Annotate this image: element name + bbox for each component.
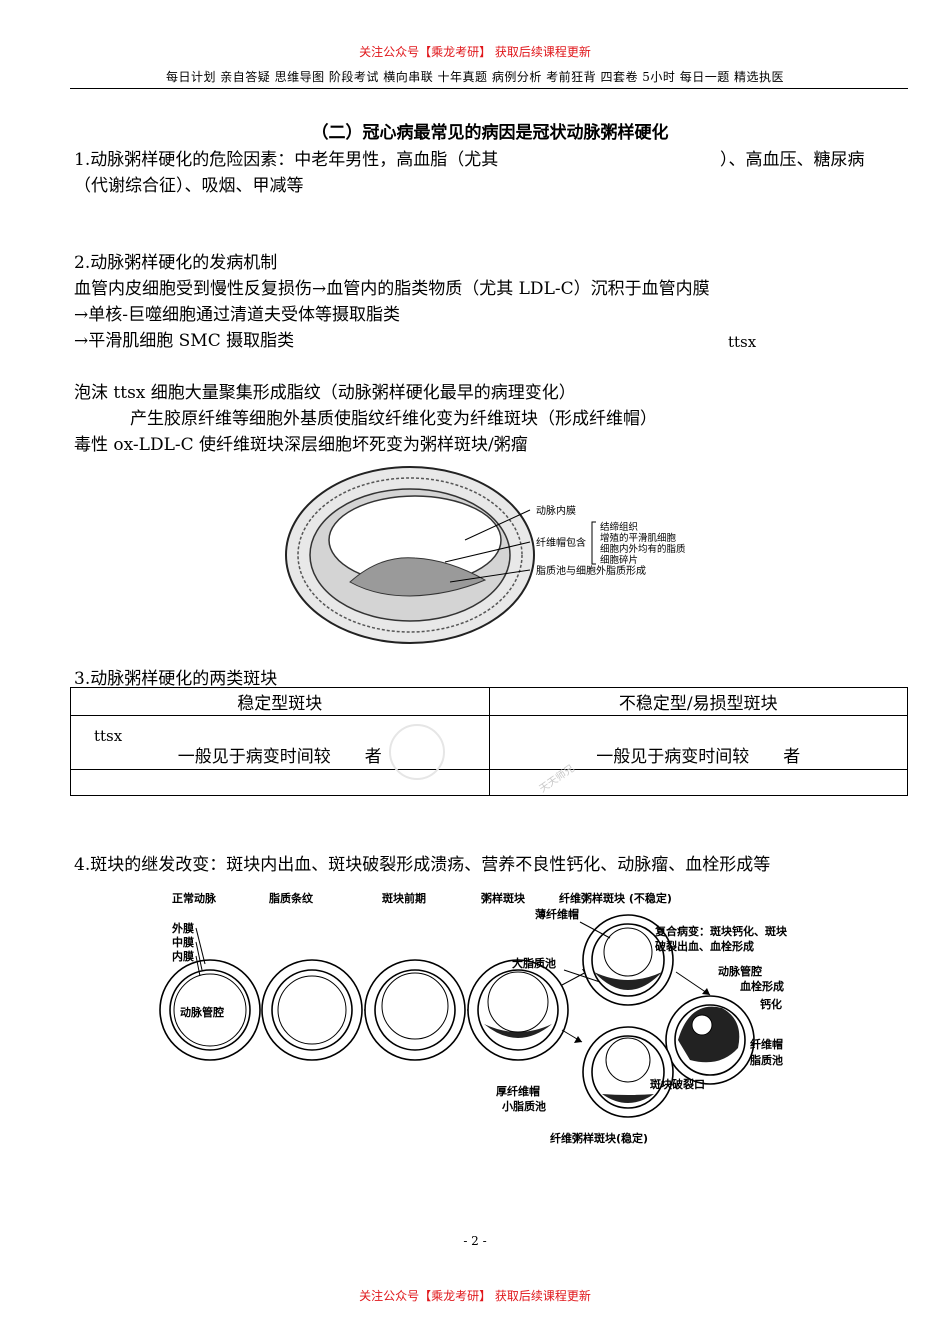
table-header-stable: 稳定型斑块 bbox=[70, 687, 490, 716]
header-promo: 关注公众号【乘龙考研】 获取后续课程更新 bbox=[359, 45, 591, 59]
label-big-lipid-pool: 大脂质池 bbox=[512, 956, 556, 970]
table-cell-unstable-empty bbox=[488, 769, 908, 796]
plaque-types-heading: 3.动脉粥样硬化的两类斑块 bbox=[74, 669, 278, 689]
plaque-table: 稳定型斑块 不稳定型/易损型斑块 一般见于病变时间较 者 一般见于病变时间较 者 bbox=[70, 687, 908, 796]
table-cell-unstable-duration: 一般见于病变时间较 者 bbox=[488, 715, 908, 770]
label-small-lipid-pool: 小脂质池 bbox=[501, 1099, 546, 1113]
mechanism-heading: 2.动脉粥样硬化的发病机制 bbox=[74, 253, 278, 273]
mechanism-line3: →平滑肌细胞 SMC 摄取脂类 bbox=[74, 331, 295, 351]
stage-unstable-fibroatheroma: 纤维粥样斑块 (不稳定) bbox=[559, 891, 672, 905]
mechanism-line2: →单核-巨噬细胞通过清道夫受体等摄取脂类 bbox=[74, 305, 400, 325]
stage-atheroma: 粥样斑块 bbox=[481, 891, 526, 905]
label-lumen: 动脉管腔 bbox=[180, 1005, 224, 1019]
risk-factors-line2: （代谢综合征）、吸烟、甲减等 bbox=[74, 176, 304, 196]
mechanism-line4: 泡沫 ttsx 细胞大量聚集形成脂纹（动脉粥样硬化最早的病理变化） bbox=[74, 383, 576, 403]
atherosclerosis-progression-figure: 正常动脉 脂质条纹 斑块前期 粥样斑块 纤维粥样斑块 (不稳定) 外膜 中膜 内… bbox=[159, 891, 788, 1145]
label-cap-c4: 细胞碎片 bbox=[600, 554, 638, 566]
label-rupture: 斑块破裂口 bbox=[650, 1077, 705, 1091]
label-calcification: 钙化 bbox=[760, 997, 782, 1011]
mechanism-line5: 产生胶原纤维等细胞外基质使脂纹纤维化变为纤维斑块（形成纤维帽） bbox=[130, 409, 657, 429]
label-cap-c2: 增殖的平滑肌细胞 bbox=[600, 532, 677, 544]
label-intima: 动脉内膜 bbox=[536, 504, 576, 517]
watermark-logo bbox=[389, 724, 445, 780]
ttsx-mark: ttsx bbox=[728, 333, 757, 351]
page-number: - 2 - bbox=[463, 1234, 487, 1248]
stage-preplaque: 斑块前期 bbox=[382, 891, 426, 905]
label-thick-cap: 厚纤维帽 bbox=[496, 1084, 540, 1098]
risk-factors-line1-b: ）、高血压、糖尿病 bbox=[720, 150, 865, 170]
table-header-unstable: 不稳定型/易损型斑块 bbox=[488, 687, 908, 716]
label-thrombus: 血栓形成 bbox=[740, 979, 784, 993]
mechanism-line1: 血管内皮细胞受到慢性反复损伤→血管内的脂类物质（尤其 LDL-C）沉积于血管内膜 bbox=[74, 279, 710, 299]
label-thin-cap: 薄纤维帽 bbox=[535, 907, 579, 921]
label-stable-fibroatheroma: 纤维粥样斑块(稳定) bbox=[550, 1131, 648, 1145]
header-subtitle: 每日计划 亲自答疑 思维导图 阶段考试 横向串联 十年真题 病例分析 考前狂背 … bbox=[165, 70, 785, 84]
footer-promo: 关注公众号【乘龙考研】 获取后续课程更新 bbox=[359, 1289, 591, 1303]
label-cap-c1: 结缔组织 bbox=[600, 521, 638, 533]
label-cap-c3: 细胞内外均有的脂质 bbox=[600, 543, 686, 555]
label-lipid-pool: 脂质池 bbox=[749, 1053, 783, 1067]
stage-fatty-streak: 脂质条纹 bbox=[268, 891, 314, 905]
secondary-changes-heading: 4.斑块的继发改变：斑块内出血、斑块破裂形成溃疡、营养不良性钙化、动脉瘤、血栓形… bbox=[74, 855, 771, 875]
header-rule bbox=[70, 88, 908, 89]
label-fibrous-cap: 纤维帽包含 bbox=[536, 536, 586, 549]
label-lumen-2: 动脉管腔 bbox=[718, 964, 762, 978]
label-complex-lesion: 复合病变：斑块钙化、斑块 bbox=[654, 924, 788, 938]
label-complex-lesion-2: 破裂出血、血栓形成 bbox=[655, 939, 754, 953]
artery-cross-section-figure: 动脉内膜 纤维帽包含 结缔组织 增殖的平滑肌细胞 细胞内外均有的脂质 细胞碎片 … bbox=[285, 466, 686, 644]
mechanism-line6: 毒性 ox-LDL-C 使纤维斑块深层细胞坏死变为粥样斑块/粥瘤 bbox=[74, 435, 528, 455]
label-intima: 内膜 bbox=[172, 949, 194, 963]
label-fibrous-cap: 纤维帽 bbox=[750, 1037, 783, 1051]
label-lipid-pool: 脂质池与细胞外脂质形成 bbox=[536, 564, 646, 577]
table-ttsx-mark: ttsx bbox=[94, 727, 123, 745]
label-media: 中膜 bbox=[172, 935, 194, 949]
section-title: （二）冠心病最常见的病因是冠状动脉粥样硬化 bbox=[311, 123, 669, 143]
label-adventitia: 外膜 bbox=[171, 921, 194, 935]
stage-normal: 正常动脉 bbox=[172, 891, 217, 905]
risk-factors-line1-a: 1.动脉粥样硬化的危险因素：中老年男性，高血脂（尤其 bbox=[74, 150, 499, 170]
